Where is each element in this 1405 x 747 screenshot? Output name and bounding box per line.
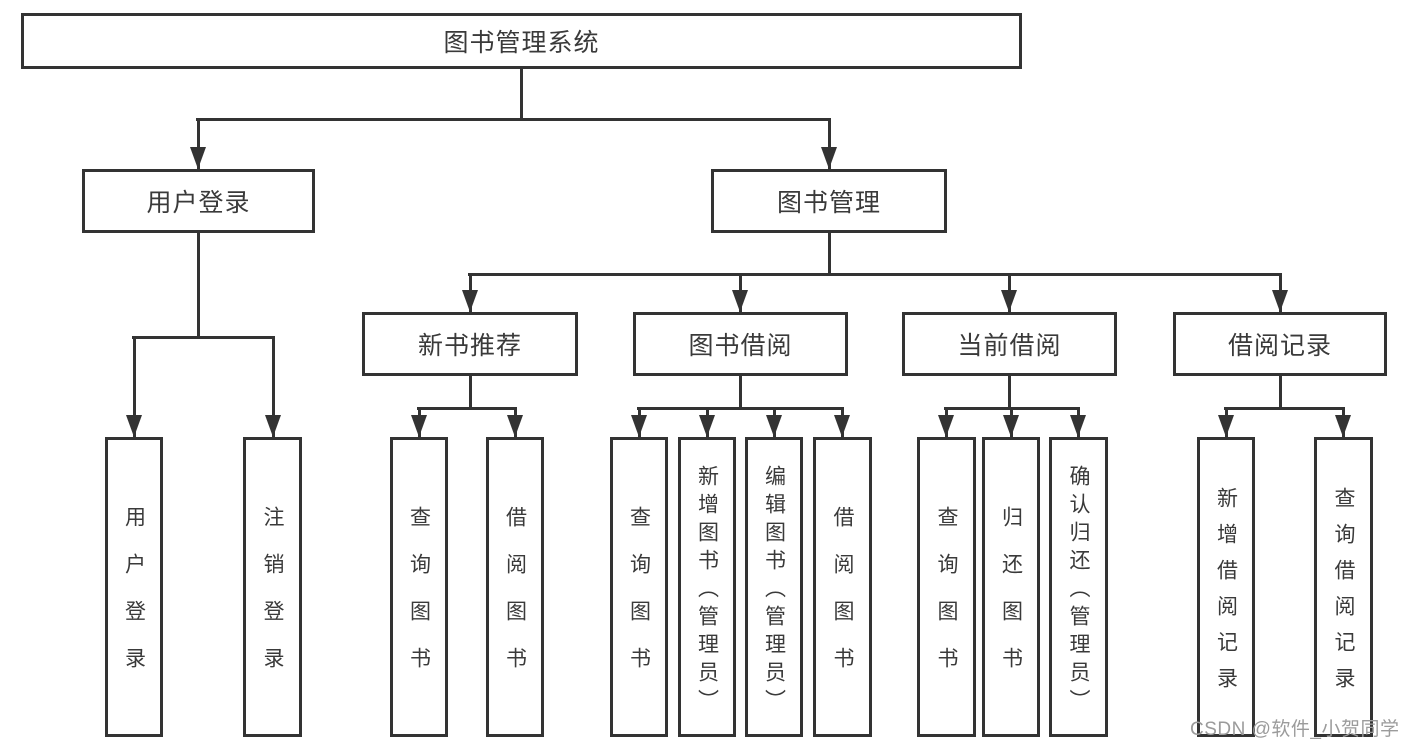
connector-line	[1224, 407, 1345, 410]
arrow-down-icon	[1335, 415, 1351, 437]
node-book-borrow: 图书借阅	[633, 312, 848, 376]
node-user-login: 用户登录	[82, 169, 315, 233]
leaf-return-books: 归还图书	[982, 437, 1040, 737]
arrow-down-icon	[1272, 290, 1288, 312]
connector-line	[520, 69, 523, 118]
arrow-down-icon	[732, 290, 748, 312]
node-book-management: 图书管理	[711, 169, 947, 233]
leaf-user-login: 用户登录	[105, 437, 163, 737]
arrow-down-icon	[1218, 415, 1234, 437]
leaf-label: 编辑图书（管理员）	[762, 464, 786, 717]
leaf-edit-books-admin: 编辑图书（管理员）	[745, 437, 803, 737]
leaf-label: 归还图书	[999, 506, 1023, 694]
arrow-down-icon	[1003, 415, 1019, 437]
connector-line	[1279, 376, 1282, 407]
leaf-label: 借阅图书	[503, 506, 527, 694]
leaf-label: 注销登录	[261, 506, 284, 694]
arrow-down-icon	[126, 415, 142, 437]
leaf-label: 查询图书	[407, 506, 431, 694]
node-root: 图书管理系统	[21, 13, 1022, 69]
leaf-confirm-return-admin: 确认归还（管理员）	[1049, 437, 1108, 737]
connector-line	[197, 118, 200, 169]
leaf-label: 借阅图书	[831, 506, 854, 694]
leaf-query-books-borrow: 查询图书	[610, 437, 668, 737]
connector-line	[468, 273, 1282, 276]
csdn-watermark: CSDN @软件_小贺同学	[1190, 719, 1400, 740]
arrow-down-icon	[507, 415, 523, 437]
arrow-down-icon	[1070, 415, 1086, 437]
arrow-down-icon	[411, 415, 427, 437]
arrow-down-icon	[938, 415, 954, 437]
leaf-add-books-admin: 新增图书（管理员）	[678, 437, 736, 737]
leaf-query-books-recommend: 查询图书	[390, 437, 448, 737]
connector-line	[417, 407, 517, 410]
leaf-label: 查询图书	[627, 506, 651, 694]
arrow-down-icon	[462, 290, 478, 312]
node-borrow-records: 借阅记录	[1173, 312, 1387, 376]
connector-line	[196, 118, 831, 121]
leaf-label: 用户登录	[122, 506, 146, 694]
arrow-down-icon	[1001, 290, 1017, 312]
leaf-label: 新增图书（管理员）	[695, 464, 719, 717]
connector-line	[132, 336, 275, 339]
leaf-add-borrow-record: 新增借阅记录	[1197, 437, 1255, 737]
leaf-borrow-books: 借阅图书	[813, 437, 872, 737]
connector-line	[469, 376, 472, 407]
connector-line	[1008, 376, 1011, 407]
arrow-down-icon	[766, 415, 782, 437]
arrow-down-icon	[699, 415, 715, 437]
leaf-label: 查询图书	[935, 506, 958, 694]
leaf-logout: 注销登录	[243, 437, 302, 737]
connector-line	[637, 407, 844, 410]
connector-line	[828, 118, 831, 169]
node-new-book-recommend: 新书推荐	[362, 312, 578, 376]
leaf-borrow-books-recommend: 借阅图书	[486, 437, 544, 737]
connector-line	[272, 336, 275, 437]
connector-line	[828, 233, 831, 273]
connector-line	[133, 336, 136, 437]
connector-line	[197, 233, 200, 336]
leaf-label: 新增借阅记录	[1214, 486, 1238, 703]
arrow-down-icon	[265, 415, 281, 437]
arrow-down-icon	[834, 415, 850, 437]
leaf-query-borrow-record: 查询借阅记录	[1314, 437, 1373, 737]
arrow-down-icon	[631, 415, 647, 437]
leaf-label: 查询借阅记录	[1332, 486, 1355, 703]
leaf-query-books-current: 查询图书	[917, 437, 976, 737]
leaf-label: 确认归还（管理员）	[1067, 464, 1090, 717]
arrow-down-icon	[821, 147, 837, 169]
node-current-borrow: 当前借阅	[902, 312, 1117, 376]
arrow-down-icon	[190, 147, 206, 169]
connector-line	[739, 376, 742, 407]
